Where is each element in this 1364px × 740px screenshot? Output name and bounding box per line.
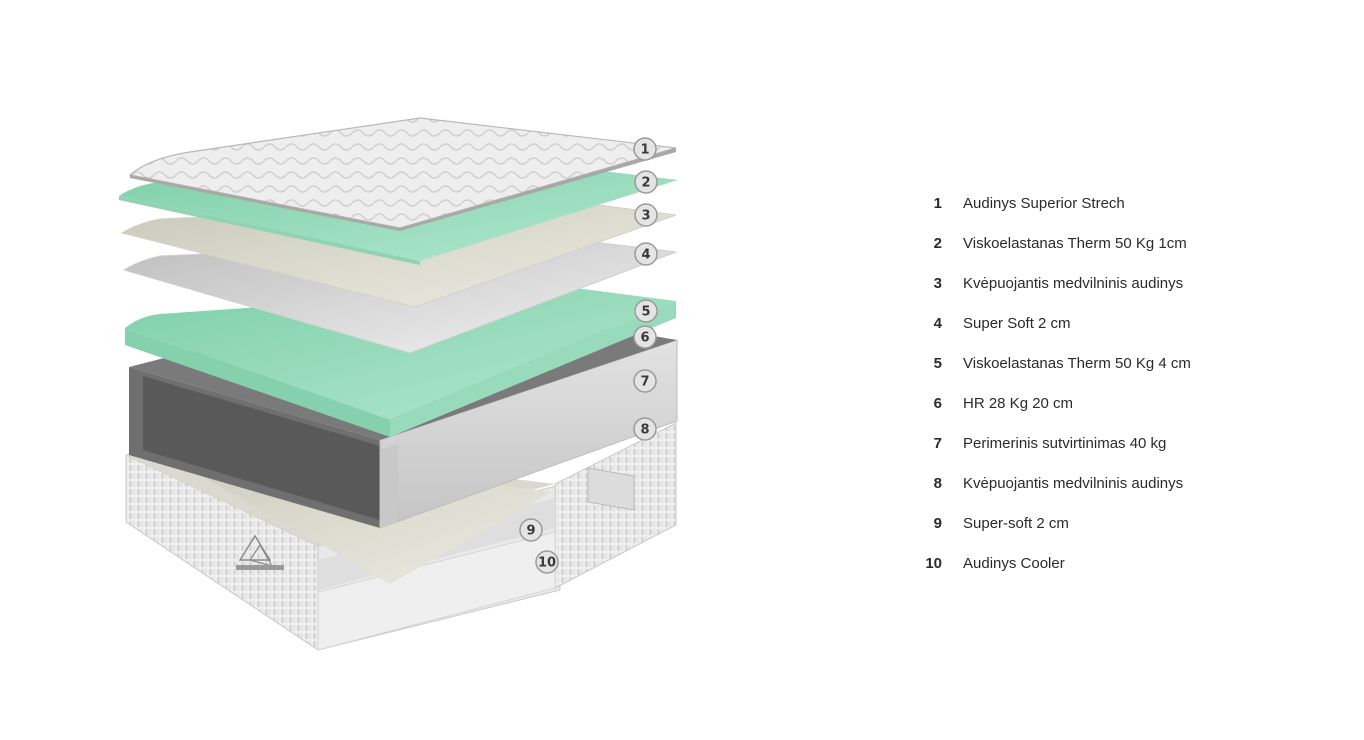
legend-label: Super-soft 2 cm xyxy=(963,514,1069,532)
legend-item: 8 Kvėpuojantis medvilninis audinys xyxy=(912,463,1332,503)
badge-6: 6 xyxy=(633,325,657,349)
svg-text:10: 10 xyxy=(538,556,556,571)
legend-label: Audinys Superior Strech xyxy=(963,194,1125,212)
legend-label: HR 28 Kg 20 cm xyxy=(963,394,1074,412)
badge-3: 3 xyxy=(634,203,658,227)
legend-item: 4 Super Soft 2 cm xyxy=(912,303,1332,343)
legend-item: 6 HR 28 Kg 20 cm xyxy=(912,383,1332,423)
legend-item: 2 Viskoelastanas Therm 50 Kg 1cm xyxy=(912,223,1332,263)
brand-logo xyxy=(236,534,284,570)
legend-item: 1 Audinys Superior Strech xyxy=(912,183,1332,223)
legend-number: 10 xyxy=(925,554,942,572)
legend-number: 7 xyxy=(933,434,942,452)
legend-label: Viskoelastanas Therm 50 Kg 4 cm xyxy=(963,354,1191,372)
mattress-layers-illustration: 1 2 3 4 5 6 7 8 9 10 xyxy=(119,117,678,651)
badge-7: 7 xyxy=(633,369,657,393)
legend-number: 3 xyxy=(933,274,942,292)
svg-text:3: 3 xyxy=(641,209,650,224)
svg-text:4: 4 xyxy=(641,248,650,263)
svg-text:6: 6 xyxy=(640,331,649,346)
legend-item: 3 Kvėpuojantis medvilninis audinys xyxy=(912,263,1332,303)
legend-item: 5 Viskoelastanas Therm 50 Kg 4 cm xyxy=(912,343,1332,383)
layer-green-foam-thick xyxy=(125,286,676,437)
legend-label: Super Soft 2 cm xyxy=(963,314,1071,332)
legend-label: Audinys Cooler xyxy=(963,554,1065,572)
svg-text:8: 8 xyxy=(640,423,649,438)
legend-label: Viskoelastanas Therm 50 Kg 1cm xyxy=(963,234,1187,252)
legend-number: 8 xyxy=(933,474,942,492)
layer-quilted-top xyxy=(128,117,677,231)
legend-item: 9 Super-soft 2 cm xyxy=(912,503,1332,543)
badge-10: 10 xyxy=(535,550,559,574)
legend-item: 7 Perimerinis sutvirtinimas 40 kg xyxy=(912,423,1332,463)
svg-text:7: 7 xyxy=(640,375,649,390)
badge-5: 5 xyxy=(634,299,658,323)
legend-number: 5 xyxy=(933,354,942,372)
badge-9: 9 xyxy=(519,518,543,542)
svg-text:2: 2 xyxy=(641,176,650,191)
legend-number: 6 xyxy=(933,394,942,412)
legend-label: Kvėpuojantis medvilninis audinys xyxy=(963,474,1184,492)
legend-number: 9 xyxy=(933,514,942,532)
badge-2: 2 xyxy=(634,170,658,194)
layers-legend: 1 Audinys Superior Strech 2 Viskoelastan… xyxy=(912,183,1332,583)
legend-number: 4 xyxy=(933,314,942,332)
legend-number: 2 xyxy=(933,234,942,252)
badge-8: 8 xyxy=(633,417,657,441)
legend-label: Kvėpuojantis medvilninis audinys xyxy=(963,274,1184,292)
badge-1: 1 xyxy=(633,137,657,161)
svg-text:5: 5 xyxy=(641,305,650,320)
svg-text:1: 1 xyxy=(640,143,649,158)
badge-4: 4 xyxy=(634,242,658,266)
svg-text:9: 9 xyxy=(526,524,535,539)
legend-label: Perimerinis sutvirtinimas 40 kg xyxy=(963,434,1167,452)
legend-item: 10 Audinys Cooler xyxy=(912,543,1332,583)
legend-number: 1 xyxy=(933,194,942,212)
